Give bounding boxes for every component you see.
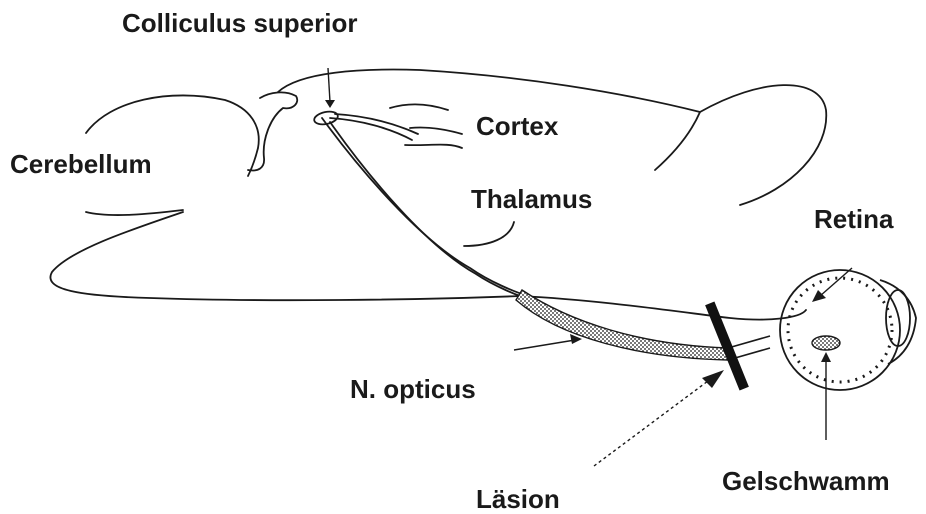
label-gelschwamm: Gelschwamm bbox=[722, 468, 890, 494]
label-cortex: Cortex bbox=[476, 113, 558, 139]
label-colliculus-superior: Colliculus superior bbox=[122, 10, 358, 36]
cortex-branch bbox=[330, 114, 418, 140]
brain-outline bbox=[50, 212, 806, 320]
label-cerebellum: Cerebellum bbox=[10, 151, 152, 177]
arrow-laesion bbox=[594, 378, 712, 466]
eye bbox=[780, 270, 916, 390]
label-laesion: Läsion bbox=[476, 486, 560, 512]
arrow-nopticus bbox=[514, 340, 575, 350]
gelschwamm-blob bbox=[812, 336, 840, 350]
thalamus-pointer bbox=[464, 222, 514, 246]
arrowhead-colliculus bbox=[325, 100, 335, 108]
label-thalamus: Thalamus bbox=[471, 186, 592, 212]
cortex-inner bbox=[655, 112, 700, 170]
optic-nerve bbox=[516, 290, 728, 360]
label-retina: Retina bbox=[814, 206, 893, 232]
label-n-opticus: N. opticus bbox=[350, 376, 476, 402]
arrowhead-gelschwamm bbox=[821, 352, 831, 362]
cerebellum-fold bbox=[86, 210, 183, 215]
arrowhead-laesion bbox=[702, 370, 724, 388]
